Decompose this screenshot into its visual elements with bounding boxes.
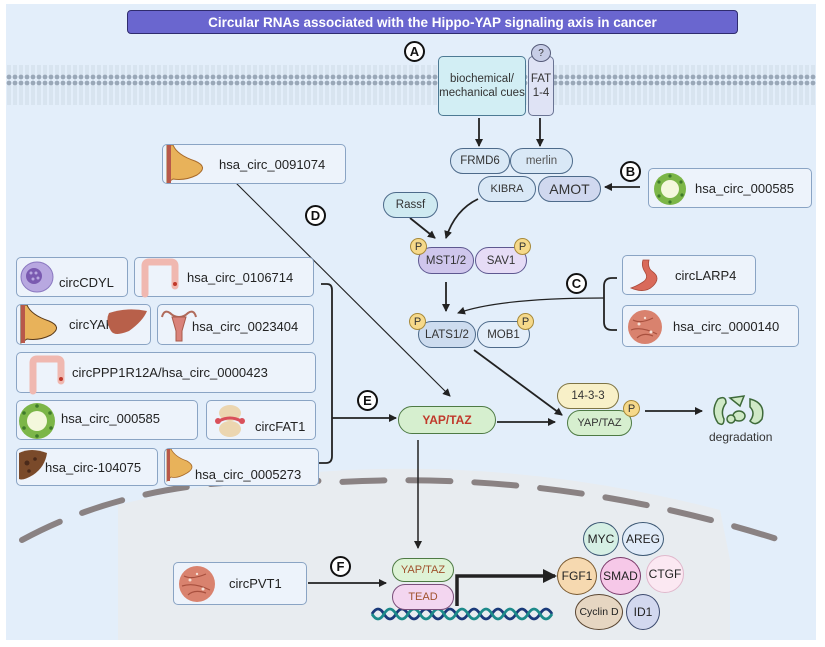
tead-transcription-factor: TEAD bbox=[392, 584, 454, 610]
tumor-tissue-icon bbox=[176, 564, 218, 607]
biochemical-mechanical-cues-receptor: biochemical/ mechanical cues bbox=[438, 56, 526, 116]
circrna-name: hsa_circ-104075 bbox=[45, 459, 142, 475]
step-label-d: D bbox=[305, 205, 326, 226]
degradation-label: degradation bbox=[709, 430, 773, 444]
protein-14-3-3: 14-3-3 bbox=[557, 383, 619, 409]
circrna-card-d[interactable]: hsa_circ_0091074 bbox=[162, 144, 346, 184]
target-gene-myc: MYC bbox=[583, 522, 619, 556]
circrna-name: circFAT1 bbox=[255, 418, 306, 434]
lung-epithelium-icon bbox=[17, 401, 59, 444]
plasma-membrane bbox=[6, 65, 816, 105]
diagram-title: Circular RNAs associated with the Hippo-… bbox=[127, 10, 738, 34]
bone-joint-icon bbox=[213, 403, 247, 442]
circrna-name: hsa_circ_0106714 bbox=[187, 269, 294, 285]
amot-protein: AMOT bbox=[538, 176, 601, 202]
circrna-card-e6[interactable]: hsa_circ_000585 bbox=[16, 400, 198, 440]
circrna-name: hsa_circ_0005273 bbox=[195, 466, 302, 482]
step-label-e: E bbox=[357, 390, 378, 411]
breast-icon bbox=[165, 448, 199, 486]
step-label-f: F bbox=[330, 556, 351, 577]
circrna-name: circCDYL bbox=[59, 274, 114, 290]
circrna-card-e7[interactable]: circFAT1 bbox=[206, 400, 316, 440]
yap-taz-protein: YAP/TAZ bbox=[398, 406, 496, 434]
lung-epithelium-icon bbox=[651, 170, 689, 211]
circrna-card-f[interactable]: circPVT1 bbox=[173, 562, 307, 605]
circrna-card-b[interactable]: hsa_circ_000585 bbox=[648, 168, 812, 208]
phospho-badge: P bbox=[623, 400, 640, 417]
frmd6-protein: FRMD6 bbox=[450, 148, 510, 174]
target-gene-ctgf: CTGF bbox=[646, 555, 684, 593]
colon-icon bbox=[27, 355, 67, 398]
target-gene-smad: SMAD bbox=[600, 557, 641, 595]
rassf-protein: Rassf bbox=[383, 192, 438, 218]
target-gene-cyclin-d: Cyclin D bbox=[575, 594, 623, 630]
circrna-card-e9[interactable]: hsa_circ_0005273 bbox=[164, 448, 319, 486]
circrna-name: hsa_circ_0023404 bbox=[192, 319, 299, 334]
phospho-badge: P bbox=[514, 238, 531, 255]
step-label-c: C bbox=[566, 273, 587, 294]
mst1-2-kinase: MST1/2 bbox=[418, 247, 474, 274]
nuclear-envelope bbox=[19, 477, 783, 543]
target-gene-fgf1: FGF1 bbox=[557, 557, 597, 595]
phospho-badge: P bbox=[410, 238, 427, 255]
uterus-icon bbox=[160, 307, 198, 348]
circrna-card-e3[interactable]: circYAP bbox=[16, 304, 151, 345]
circrna-card-e2[interactable]: hsa_circ_0106714 bbox=[134, 257, 314, 298]
circrna-card-c2[interactable]: hsa_circ_0000140 bbox=[622, 305, 799, 347]
nuclear-yap-taz-protein: YAP/TAZ bbox=[392, 558, 454, 582]
circrna-card-e1[interactable]: circCDYL bbox=[16, 257, 128, 297]
fat-ligand-unknown: ? bbox=[531, 44, 551, 62]
lats1-2-kinase: LATS1/2 bbox=[418, 321, 476, 348]
colon-icon bbox=[139, 258, 181, 301]
phospho-badge: P bbox=[409, 313, 426, 330]
breast-icon bbox=[163, 144, 211, 186]
tumor-tissue-icon bbox=[625, 308, 665, 349]
circrna-card-e4[interactable]: hsa_circ_0023404 bbox=[157, 304, 314, 345]
circrna-name: hsa_circ_0091074 bbox=[219, 156, 326, 172]
merlin-protein: merlin bbox=[510, 148, 573, 174]
circrna-card-e5[interactable]: circPPP1R12A/hsa_circ_0000423 bbox=[16, 352, 316, 395]
circrna-card-c1[interactable]: circLARP4 bbox=[622, 255, 756, 295]
circrna-name: hsa_circ_000585 bbox=[695, 180, 795, 196]
liver-icon bbox=[17, 449, 51, 486]
circrna-name: circPPP1R12A/hsa_circ_0000423 bbox=[72, 365, 268, 380]
circrna-name: circLARP4 bbox=[675, 267, 737, 283]
cell-icon bbox=[19, 260, 55, 297]
circrna-name: circYAP bbox=[69, 317, 115, 332]
degradation-fragments-icon bbox=[713, 395, 764, 426]
circrna-name: hsa_circ_0000140 bbox=[673, 318, 780, 334]
phospho-yap-taz-protein: YAP/TAZ bbox=[567, 410, 632, 436]
circrna-card-e8[interactable]: hsa_circ-104075 bbox=[16, 448, 158, 486]
step-label-b: B bbox=[620, 161, 641, 182]
kibra-protein: KIBRA bbox=[478, 176, 536, 202]
circrna-name: circPVT1 bbox=[229, 576, 282, 591]
target-gene-id1: ID1 bbox=[626, 594, 660, 630]
target-gene-areg: AREG bbox=[622, 522, 664, 556]
step-label-a: A bbox=[404, 41, 425, 62]
breast-liver-icon bbox=[17, 304, 151, 348]
fat-receptor: FAT 1-4 bbox=[528, 56, 554, 116]
circrna-name: hsa_circ_000585 bbox=[61, 410, 161, 426]
phospho-badge: P bbox=[517, 313, 534, 330]
stomach-icon bbox=[629, 258, 671, 297]
